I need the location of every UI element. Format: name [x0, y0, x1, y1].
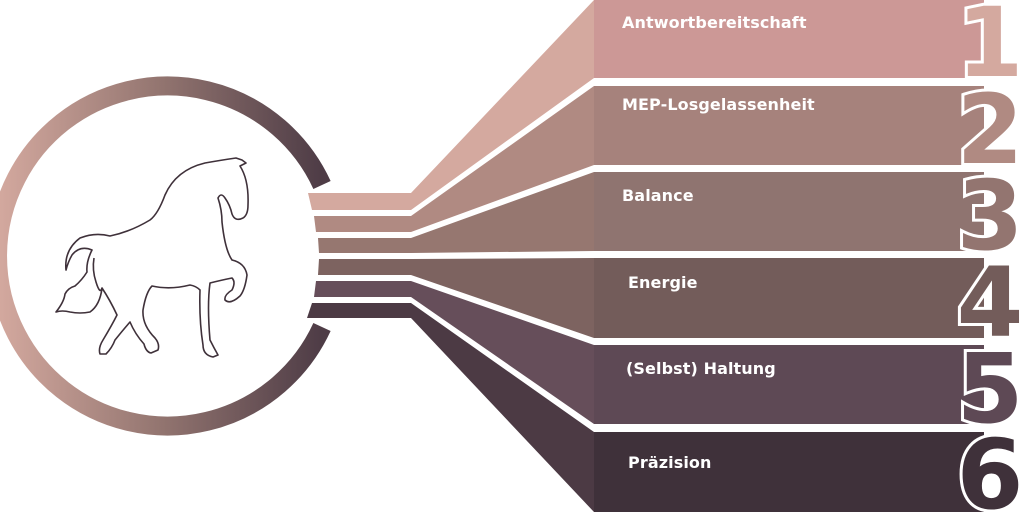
step-panel-6	[594, 432, 984, 512]
funnel-band-1	[308, 0, 594, 210]
step-number-2: 2	[957, 74, 1024, 186]
step-number-5: 5	[957, 333, 1024, 445]
funnel-band-4	[318, 258, 594, 338]
step-panel-2	[594, 86, 984, 165]
step-number-3: 3	[957, 160, 1024, 272]
step-label-5: (Selbst) Haltung	[626, 359, 776, 378]
step-label-3: Balance	[622, 186, 694, 205]
step-label-6: Präzision	[628, 453, 712, 472]
step-number-1: 1	[957, 0, 1024, 99]
step-panel-3	[594, 172, 984, 251]
funnel-bands	[307, 0, 984, 512]
step-number-4: 4	[957, 247, 1024, 359]
step-panel-5	[594, 345, 984, 424]
step-label-2: MEP-Losgelassenheit	[622, 95, 815, 114]
horse-outline-icon	[55, 157, 249, 358]
funnel-band-5	[314, 281, 594, 424]
funnel-band-6	[307, 303, 594, 512]
step-panel-4	[594, 258, 984, 338]
step-panel-1	[594, 0, 984, 78]
circle-ring	[0, 76, 331, 436]
step-number-6: 6	[957, 419, 1024, 512]
step-label-4: Energie	[628, 273, 698, 292]
funnel-band-3	[318, 172, 594, 253]
step-label-1: Antwortbereitschaft	[622, 13, 807, 32]
funnel-band-2	[314, 86, 594, 232]
